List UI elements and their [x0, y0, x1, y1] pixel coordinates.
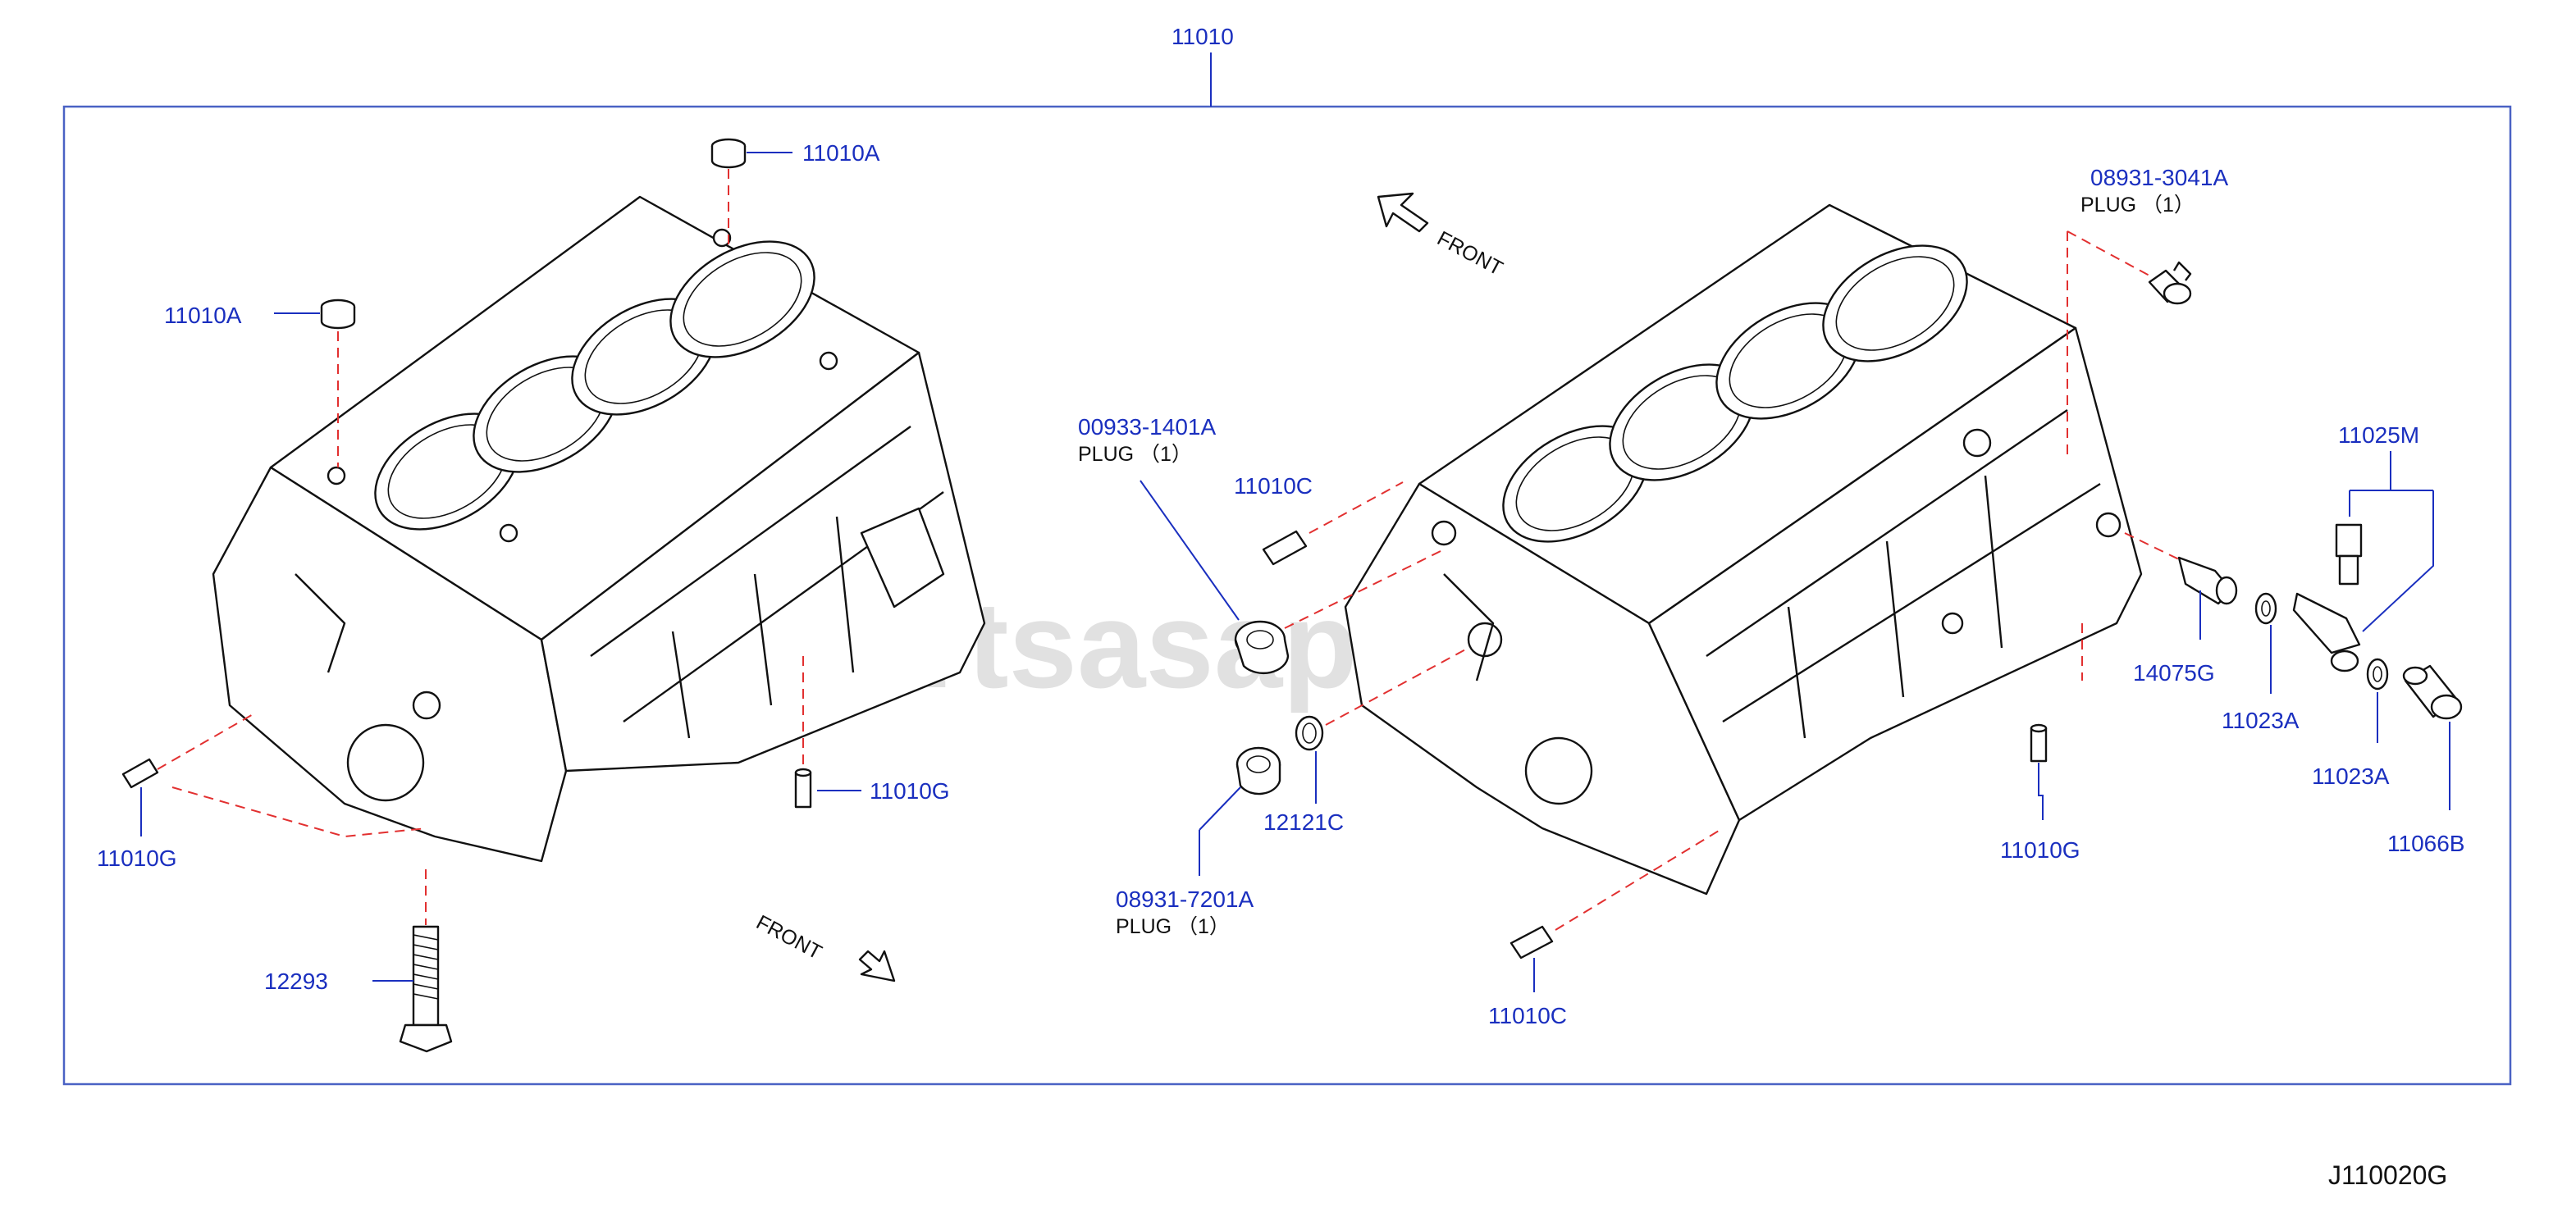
label-11010g-mid[interactable]: 11010G [870, 778, 950, 804]
diagram-frame [62, 105, 2512, 1086]
front-arrow-bottom-icon [858, 950, 896, 982]
leader-11010g-right [2038, 763, 2044, 820]
leader-11025m [2349, 451, 2434, 632]
plug-00933-1401a[interactable] [1234, 620, 1290, 674]
leader-08931-7201a [1199, 786, 1241, 831]
main-block-label[interactable]: 11010 [1172, 24, 1234, 49]
dash-11010c-top [1309, 481, 1404, 534]
label-11010a-top[interactable]: 11010A [802, 140, 880, 166]
leader-00933-1401a [1140, 480, 1240, 621]
washer-11023a-1[interactable] [2254, 592, 2277, 625]
right-engine-block [1344, 203, 2143, 896]
washer-11023a-2[interactable] [2366, 658, 2389, 691]
cap-11010a-top[interactable] [710, 138, 792, 169]
bolt-12293[interactable] [372, 925, 453, 1053]
front-label-bottom: FRONT [752, 911, 825, 964]
sensor-11025m[interactable] [2292, 523, 2363, 672]
label-11023a-2[interactable]: 11023A [2312, 763, 2390, 789]
pin-11010c-bottom[interactable] [1510, 925, 1554, 959]
label-11010c-bottom[interactable]: 11010C [1488, 1003, 1567, 1028]
label-12121c[interactable]: 12121C [1263, 809, 1344, 835]
connector-14075g[interactable] [2177, 556, 2238, 605]
plug-08931-3041a[interactable] [2148, 261, 2192, 305]
label-11066b[interactable]: 11066B [2387, 831, 2464, 856]
label-11010g-right[interactable]: 11010G [2000, 837, 2080, 863]
desc-00933-1401a: PLUG （1） [1078, 443, 1192, 466]
desc-08931-3041a: PLUG （1） [2080, 194, 2195, 217]
label-11010c-top[interactable]: 11010C [1234, 473, 1313, 499]
label-00933-1401a[interactable]: 00933-1401A [1078, 414, 1216, 440]
diagram-code: J110020G [2328, 1160, 2447, 1190]
label-11010g-left[interactable]: 11010G [97, 846, 177, 871]
left-engine-block [212, 195, 986, 863]
label-11025m[interactable]: 11025M [2338, 422, 2419, 448]
label-08931-7201a[interactable]: 08931-7201A [1116, 887, 1254, 912]
label-08931-3041a[interactable]: 08931-3041A [2090, 165, 2228, 190]
desc-08931-7201a: PLUG （1） [1116, 915, 1230, 938]
label-11023a-1[interactable]: 11023A [2222, 708, 2300, 733]
label-11010a-left[interactable]: 11010A [164, 303, 242, 328]
dash-11010g-left [157, 713, 427, 838]
dash-12121c [1325, 647, 1469, 726]
plug-11066b[interactable] [2402, 664, 2463, 720]
label-14075g[interactable]: 14075G [2133, 660, 2215, 686]
pin-11010g-right[interactable] [2030, 723, 2048, 763]
pin-11010c-top[interactable] [1262, 530, 1308, 566]
plug-08931-7201a[interactable] [1235, 746, 1281, 795]
dash-08931-3041a [2067, 230, 2150, 459]
cap-11010a-left[interactable] [274, 299, 356, 330]
label-12293[interactable]: 12293 [264, 969, 328, 994]
pin-11010g-mid[interactable] [794, 768, 861, 809]
front-arrow-top-icon [1377, 192, 1429, 233]
dash-00933-1401a [1284, 549, 1445, 629]
pin-11010g-left[interactable] [121, 758, 159, 836]
seal-12121c[interactable] [1295, 715, 1324, 751]
dash-14075g [2124, 532, 2183, 562]
front-label-top: FRONT [1433, 227, 1506, 280]
